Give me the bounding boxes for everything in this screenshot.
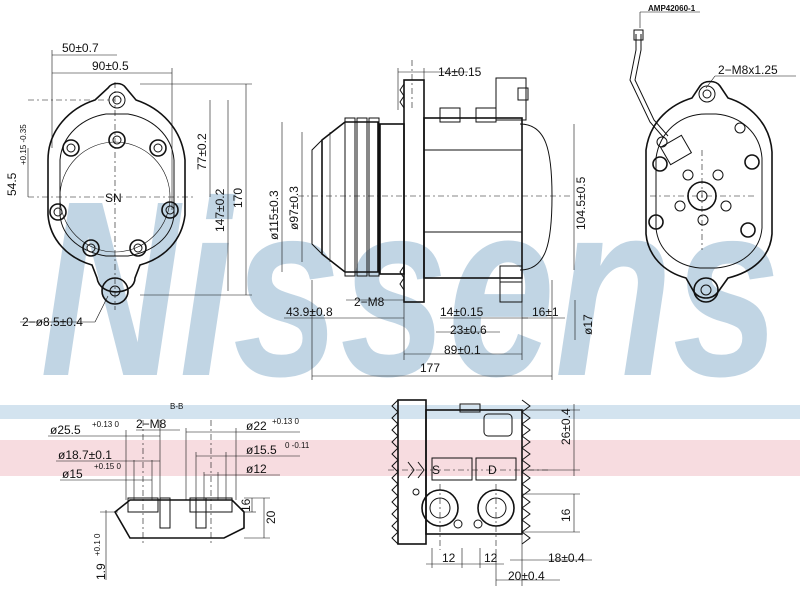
- dim-18-7: ø18.7±0.1: [58, 448, 112, 462]
- dim-1-9: 1.9: [94, 563, 108, 580]
- dim-12b: 12: [484, 551, 498, 565]
- section-thread: 2−M8: [136, 417, 167, 431]
- dim-54-5-tol: +0.15 -0.35: [19, 124, 28, 165]
- dim-104-5: 104.5±0.5: [574, 176, 588, 230]
- dim-16: 16±1: [532, 305, 559, 319]
- dim-18: 18±0.4: [548, 551, 585, 565]
- front-view: SN 50±0.7 90±0.5 54.5 +0.15 -0.35 77±0.2…: [5, 41, 252, 329]
- dim-16-sec: 16: [239, 498, 253, 512]
- dim-23: 23±0.6: [450, 323, 487, 337]
- dim-90: 90±0.5: [92, 59, 129, 73]
- dim-14-bot: 14±0.15: [440, 305, 484, 319]
- rear-thread: 2−M8x1.25: [718, 63, 778, 77]
- dim-115: ø115±0.3: [267, 190, 281, 240]
- dim-22-tol: +0.13 0: [272, 417, 299, 426]
- dim-170: 170: [231, 188, 245, 208]
- port-d: D: [488, 463, 497, 477]
- side-thread: 2−M8: [354, 295, 385, 309]
- dim-20-sec: 20: [264, 510, 278, 524]
- dim-77: 77±0.2: [195, 133, 209, 170]
- dim-25-5-tol: +0.13 0: [92, 420, 119, 429]
- dim-15: ø15: [62, 467, 83, 481]
- dim-17: ø17: [581, 314, 595, 335]
- watermark-text: Nissens: [40, 149, 780, 428]
- hole-label: 2−ø8.5±0.4: [22, 315, 83, 329]
- dim-12-sec: ø12: [246, 462, 267, 476]
- dim-50: 50±0.7: [62, 41, 99, 55]
- rear-view: AMP42060-1 2−M8x1.25: [629, 4, 796, 303]
- port-s: S: [432, 463, 440, 477]
- dim-12a: 12: [442, 551, 456, 565]
- dim-16-port: 16: [559, 508, 573, 522]
- front-bolts: [49, 131, 179, 257]
- dim-14-top: 14±0.15: [438, 65, 482, 79]
- front-mark: SN: [105, 191, 122, 205]
- dim-25-5: ø25.5: [50, 423, 81, 437]
- watermark-band-blue: [0, 405, 800, 419]
- dim-15-5: ø15.5: [246, 443, 277, 457]
- dim-15-5-tol: 0 -0.11: [285, 441, 310, 450]
- dim-26: 26±0.4: [559, 408, 573, 445]
- section-view: B-B ø25.5 +0.13 0 2−M8 ø22 +0.13 0 ø18.7…: [48, 402, 310, 580]
- side-view: 14±0.15 ø115±0.3 ø97±0.3 104.5±0.5 2−M8 …: [267, 60, 595, 380]
- part-number: AMP42060-1: [648, 4, 696, 13]
- dim-1-9-tol: +0.1 0: [93, 533, 102, 556]
- dim-97: ø97±0.3: [287, 186, 301, 230]
- section-label: B-B: [170, 402, 183, 411]
- watermark-band-red: [0, 440, 800, 476]
- dim-15-tol: +0.15 0: [94, 462, 121, 471]
- dim-54-5: 54.5: [5, 172, 19, 196]
- rear-holes: [648, 122, 760, 238]
- dim-20-port: 20±0.4: [508, 569, 545, 583]
- dim-22: ø22: [246, 419, 267, 433]
- side-fins: [399, 83, 405, 291]
- dim-147: 147±0.2: [213, 188, 227, 232]
- dim-43-9: 43.9±0.8: [286, 305, 333, 319]
- dim-89: 89±0.1: [444, 343, 481, 357]
- port-view: S D 26±0.4 16 12 12 18±0.4 20±0.4: [388, 399, 592, 586]
- dim-177: 177: [420, 361, 440, 375]
